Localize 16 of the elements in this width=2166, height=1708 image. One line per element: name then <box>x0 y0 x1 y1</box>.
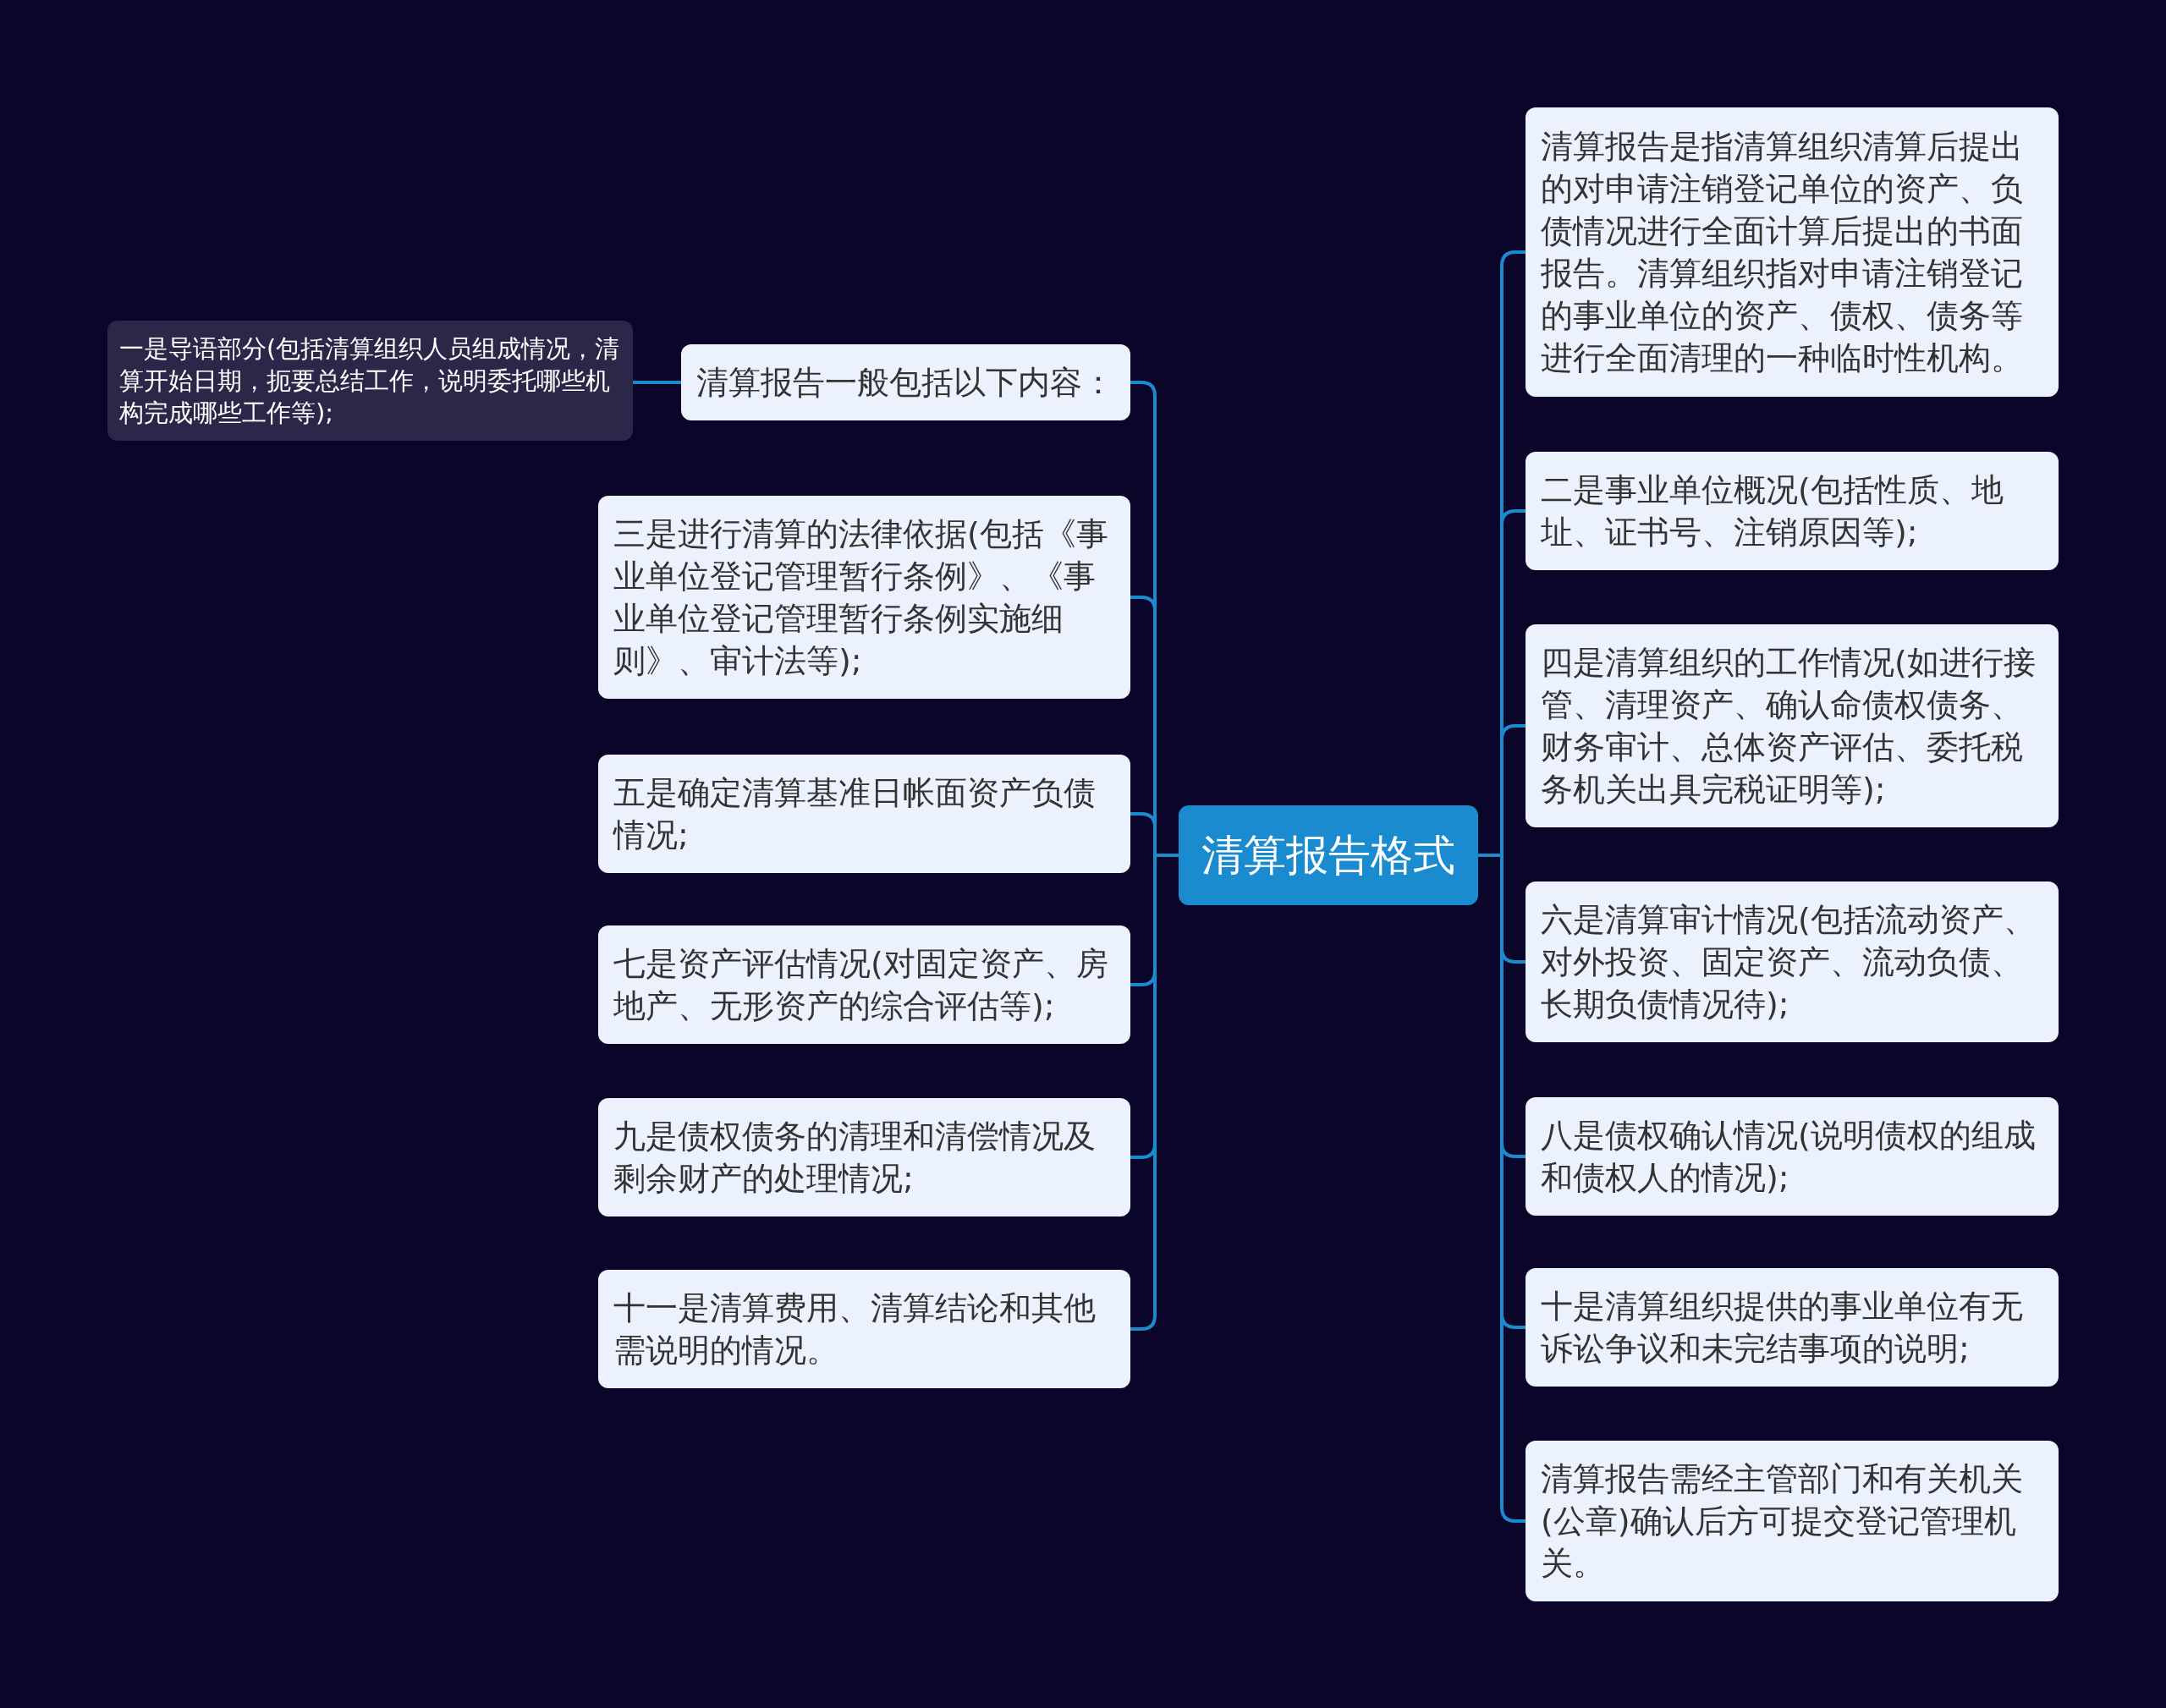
topic-box: 七是资产评估情况(对固定资产、房地产、无形资产的综合评估等); <box>598 925 1130 1044</box>
topic-box: 九是债权债务的清理和清偿情况及剩余财产的处理情况; <box>598 1098 1130 1216</box>
central-topic-box: 清算报告格式 <box>1179 805 1478 905</box>
topic-box: 五是确定清算基准日帐面资产负债情况; <box>598 755 1130 873</box>
topic-box: 三是进行清算的法律依据(包括《事业单位登记管理暂行条例》、《事业单位登记管理暂行条例实施细则》、审计法等); <box>598 496 1130 699</box>
topic-box: 清算报告需经主管部门和有关机关(公章)确认后方可提交登记管理机关。 <box>1526 1441 2059 1601</box>
topic-box: 四是清算组织的工作情况(如进行接管、清理资产、确认命债权债务、财务审计、总体资产评估、委托税务机关出具完税证明等); <box>1526 624 2059 827</box>
topic-box: 十是清算组织提供的事业单位有无诉讼争议和未完结事项的说明; <box>1526 1268 2059 1387</box>
topic-box: 六是清算审计情况(包括流动资产、对外投资、固定资产、流动负债、长期负债情况待); <box>1526 881 2059 1042</box>
topic-box: 清算报告一般包括以下内容： <box>681 344 1130 420</box>
note-box: 一是导语部分(包括清算组织人员组成情况，清算开始日期，扼要总结工作，说明委托哪些机构完成哪些工作等); <box>107 321 633 441</box>
topic-box: 二是事业单位概况(包括性质、地址、证书号、注销原因等); <box>1526 452 2059 570</box>
topic-box: 十一是清算费用、清算结论和其他需说明的情况。 <box>598 1270 1130 1388</box>
connector <box>633 381 681 384</box>
topic-box: 清算报告是指清算组织清算后提出的对申请注销登记单位的资产、负债情况进行全面计算后提出的书面报告。清算组织指对申请注销登记的事业单位的资产、债权、债务等进行全面清理的一种临时性机构。 <box>1526 107 2059 397</box>
topic-box: 八是债权确认情况(说明债权的组成和债权人的情况); <box>1526 1097 2059 1216</box>
